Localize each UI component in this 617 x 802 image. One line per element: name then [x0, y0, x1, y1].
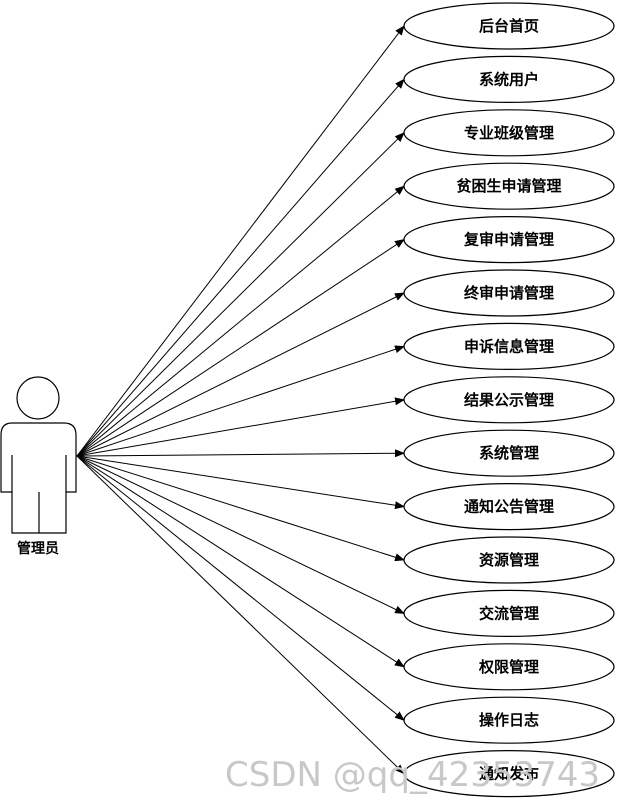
use-case-node: 结果公示管理 — [403, 376, 615, 424]
actor-figure: 管理员 — [0, 376, 77, 557]
use-case-label: 操作日志 — [479, 711, 539, 729]
use-case-label: 资源管理 — [479, 551, 539, 569]
association-line — [76, 397, 405, 457]
use-case-ellipse — [403, 376, 615, 424]
use-case-label: 交流管理 — [479, 604, 539, 622]
use-case-node: 通知公告管理 — [403, 483, 615, 531]
use-case-node: 终审申请管理 — [403, 269, 615, 317]
use-case-label: 申诉信息管理 — [464, 337, 554, 355]
use-case-label: 贫困生申请管理 — [456, 177, 561, 195]
use-case-ellipse — [403, 696, 615, 744]
actor-body — [0, 422, 77, 534]
association-lines — [76, 25, 405, 775]
use-case-label: 权限管理 — [478, 658, 539, 676]
association-line — [76, 345, 405, 457]
use-case-ellipse — [403, 749, 615, 798]
association-line — [76, 455, 405, 562]
association-line — [76, 455, 405, 614]
use-case-node: 申诉信息管理 — [403, 322, 615, 370]
use-case-ellipse — [403, 643, 615, 691]
use-case-node: 后台首页 — [403, 2, 615, 50]
association-line — [76, 292, 405, 457]
use-case-ellipse — [403, 322, 615, 370]
use-case-ellipse — [403, 429, 615, 477]
use-case-node: 复审申请管理 — [403, 216, 615, 264]
association-line — [76, 132, 405, 457]
use-case-label: 通知发布 — [479, 765, 539, 783]
use-case-label: 专业班级管理 — [464, 124, 554, 142]
association-line — [76, 239, 405, 457]
association-line — [76, 455, 405, 668]
use-case-ellipse — [403, 483, 615, 531]
use-case-node: 贫困生申请管理 — [403, 162, 615, 210]
association-line — [76, 185, 405, 457]
use-case-ellipse — [403, 216, 615, 264]
use-case-ellipse — [403, 536, 615, 584]
association-line — [76, 455, 405, 721]
use-case-node: 资源管理 — [403, 536, 615, 584]
watermark: CSDN @qq_42353743 — [225, 755, 600, 795]
use-case-node: 通知发布 — [403, 749, 615, 798]
association-line — [76, 449, 405, 458]
use-case-label: 复审申请管理 — [463, 231, 554, 249]
use-case-ellipse — [403, 162, 615, 210]
use-case-node: 系统管理 — [403, 429, 615, 477]
use-case-node: 操作日志 — [403, 696, 615, 744]
use-case-ellipse — [403, 2, 615, 50]
use-case-label: 后台首页 — [479, 17, 539, 35]
use-case-ellipse — [403, 55, 615, 104]
use-case-label: 结果公示管理 — [464, 391, 554, 409]
use-case-ellipse — [403, 269, 615, 317]
use-case-node: 系统用户 — [403, 55, 615, 104]
use-case-node: 专业班级管理 — [403, 109, 615, 157]
use-case-label: 通知公告管理 — [464, 498, 554, 516]
association-line — [76, 455, 405, 775]
use-case-ellipse — [403, 589, 615, 638]
use-case-label: 系统用户 — [479, 70, 539, 88]
use-case-ellipse — [403, 109, 615, 157]
actor-head — [16, 376, 60, 420]
use-case-label: 终审申请管理 — [464, 284, 554, 302]
use-case-node: 交流管理 — [403, 589, 615, 638]
association-line — [76, 78, 405, 457]
actor-label: 管理员 — [17, 540, 59, 557]
association-line — [76, 25, 405, 457]
use-cases: 后台首页系统用户专业班级管理贫困生申请管理复审申请管理终审申请管理申诉信息管理结… — [403, 2, 615, 798]
use-case-label: 系统管理 — [479, 444, 539, 462]
use-case-node: 权限管理 — [403, 643, 615, 691]
association-line — [76, 455, 405, 510]
